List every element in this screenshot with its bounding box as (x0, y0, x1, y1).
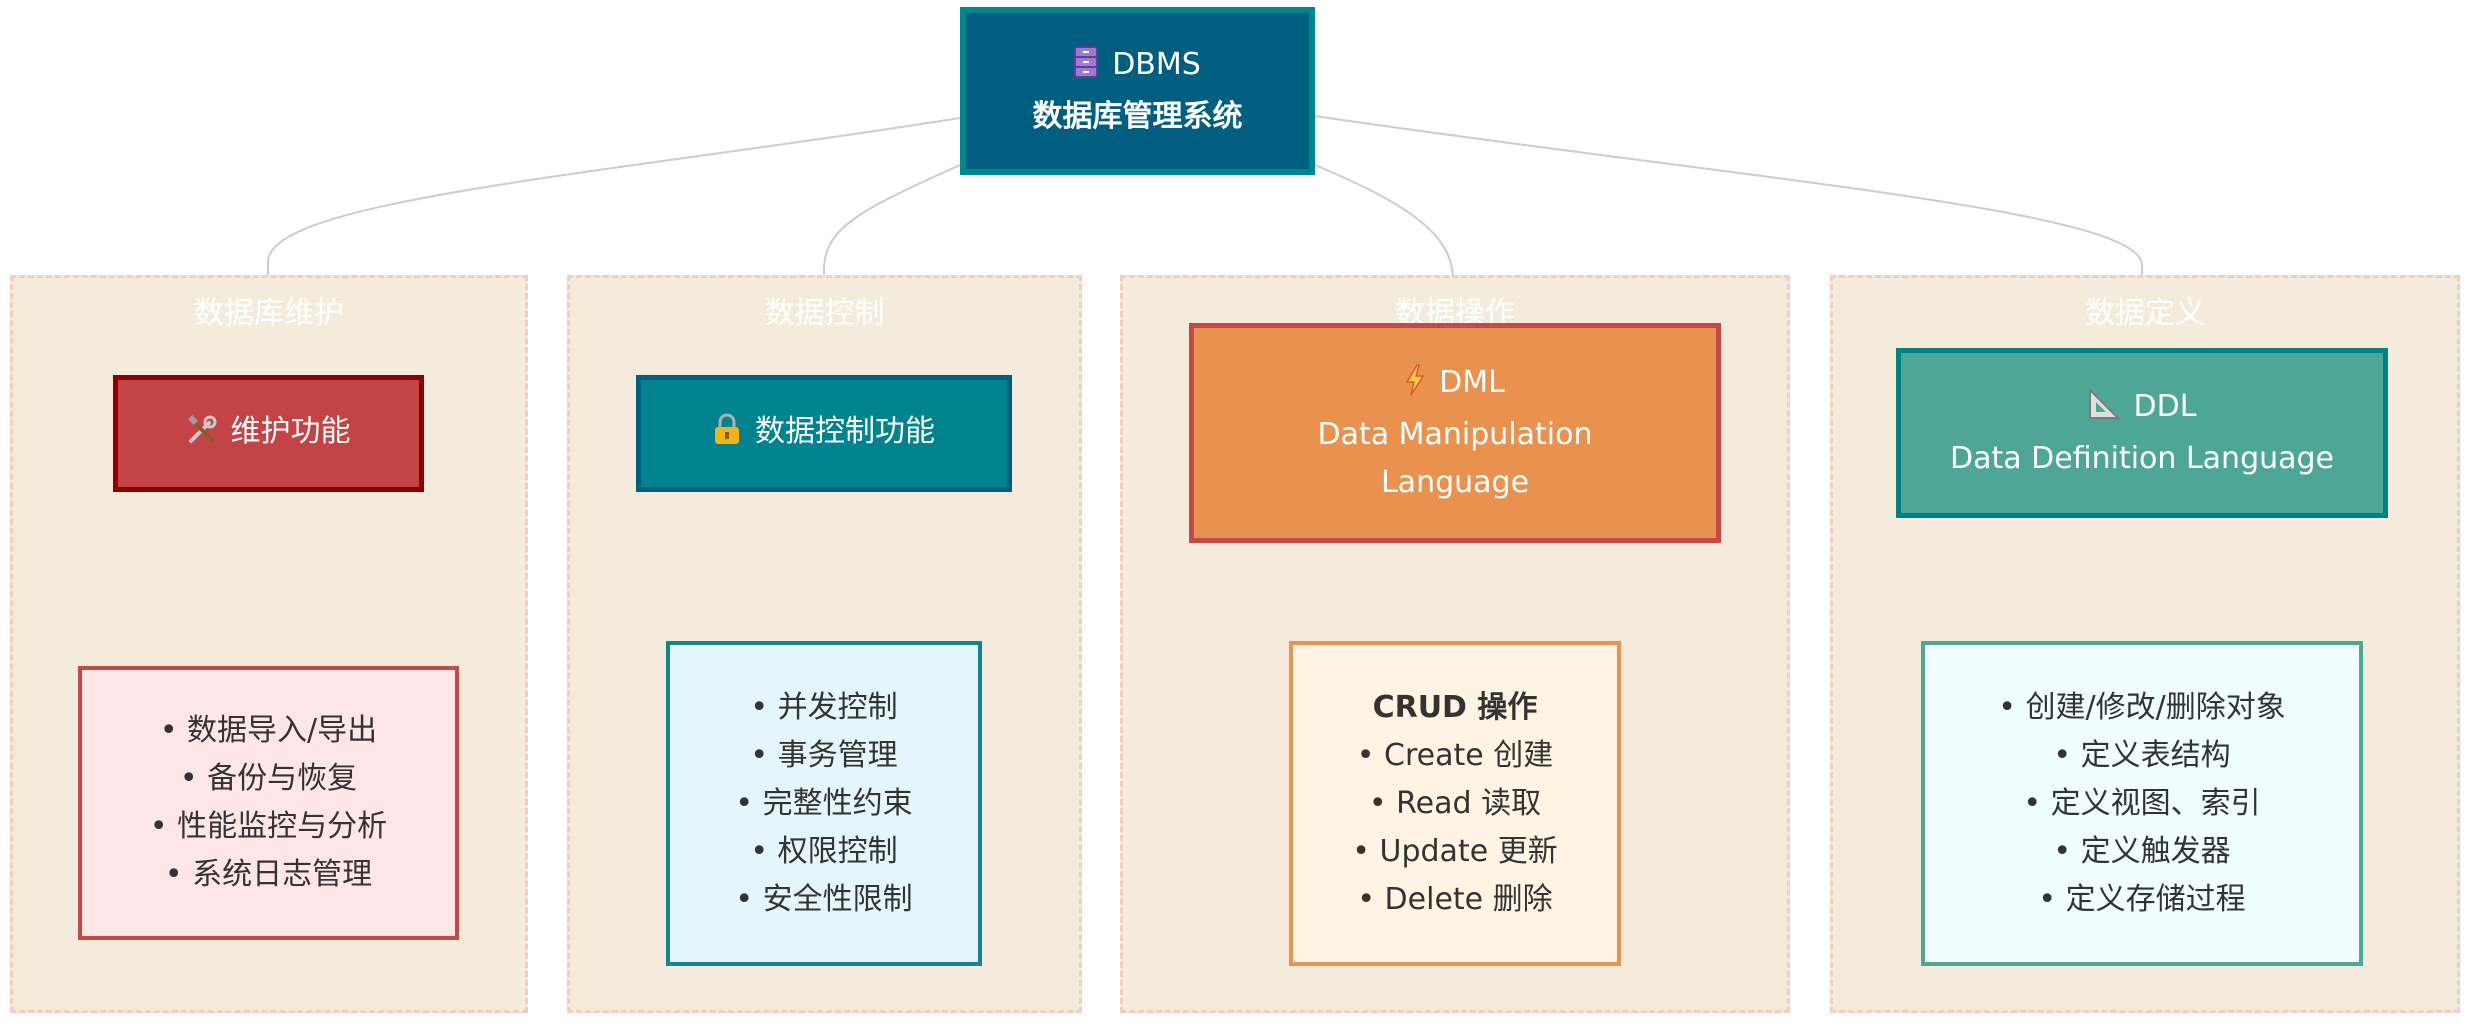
list-heading-crud: CRUD 操作 (1372, 689, 1538, 725)
list-item: • 完整性约束 (735, 785, 913, 821)
maintenance-title: 维护功能 (230, 413, 351, 449)
list-item: • 数据导入/导出 (159, 713, 378, 748)
ddl-title: DDL (2133, 389, 2197, 424)
list-control[interactable]: • 并发控制 • 事务管理 • 完整性约束 • 权限控制 • 安全性限制 (666, 641, 982, 966)
ddl-title-line: DDL (2088, 383, 2197, 435)
node-ddl[interactable]: DDL Data Definition Language (1896, 348, 2388, 518)
list-item: • Read 读取 (1368, 785, 1542, 821)
cluster-label-definition: 数据定义 (2085, 296, 2205, 331)
list-item: • 权限控制 (750, 833, 898, 869)
lock-icon (713, 412, 741, 460)
dml-title-line: DML (1405, 359, 1505, 411)
maintenance-title-line: 维护功能 (187, 408, 351, 460)
list-item: • 安全性限制 (735, 881, 913, 917)
list-item: • 事务管理 (750, 737, 898, 773)
root-subtitle: 数据库管理系统 (1032, 99, 1243, 134)
lightning-icon (1405, 363, 1425, 411)
list-item: • 性能监控与分析 (149, 809, 388, 844)
dml-subtitle-line-2: Language (1380, 465, 1530, 500)
control-title: 数据控制功能 (755, 413, 935, 449)
cluster-label-maintenance: 数据库维护 (194, 296, 344, 331)
root-title: DBMS (1112, 47, 1201, 82)
list-item: • 定义表结构 (2053, 737, 2231, 773)
tools-icon (187, 412, 217, 460)
file-cabinet-icon (1074, 45, 1099, 93)
node-control[interactable]: 数据控制功能 (636, 375, 1012, 492)
list-dml[interactable]: CRUD 操作 • Create 创建 • Read 读取 • Update 更… (1289, 641, 1621, 966)
list-item: • Create 创建 (1356, 737, 1554, 773)
list-item: • 创建/修改/删除对象 (1998, 689, 2286, 725)
root-title-line: DBMS (1074, 41, 1201, 93)
list-item: • 定义视图、索引 (2023, 785, 2261, 821)
list-item: • 并发控制 (750, 689, 898, 725)
dml-subtitle-line-1: Data Manipulation (1317, 417, 1593, 452)
list-item: • Delete 删除 (1357, 881, 1553, 917)
list-item: • 系统日志管理 (164, 857, 373, 892)
list-maintenance[interactable]: • 数据导入/导出 • 备份与恢复 • 性能监控与分析 • 系统日志管理 (78, 666, 459, 940)
control-title-line: 数据控制功能 (713, 408, 935, 460)
list-item: • 备份与恢复 (179, 761, 358, 796)
list-ddl[interactable]: • 创建/修改/删除对象 • 定义表结构 • 定义视图、索引 • 定义触发器 •… (1921, 641, 2363, 966)
list-item: • 定义触发器 (2053, 833, 2231, 869)
node-maintenance[interactable]: 维护功能 (113, 375, 424, 492)
list-item: • Update 更新 (1352, 833, 1558, 869)
triangle-ruler-icon (2088, 387, 2120, 435)
root-node-dbms[interactable]: DBMS 数据库管理系统 (960, 7, 1315, 175)
node-dml[interactable]: DML Data Manipulation Language (1189, 323, 1721, 543)
dml-title: DML (1439, 365, 1505, 400)
cluster-label-control: 数据控制 (764, 296, 885, 331)
list-item: • 定义存储过程 (2038, 881, 2246, 917)
ddl-subtitle: Data Definition Language (1949, 441, 2335, 476)
